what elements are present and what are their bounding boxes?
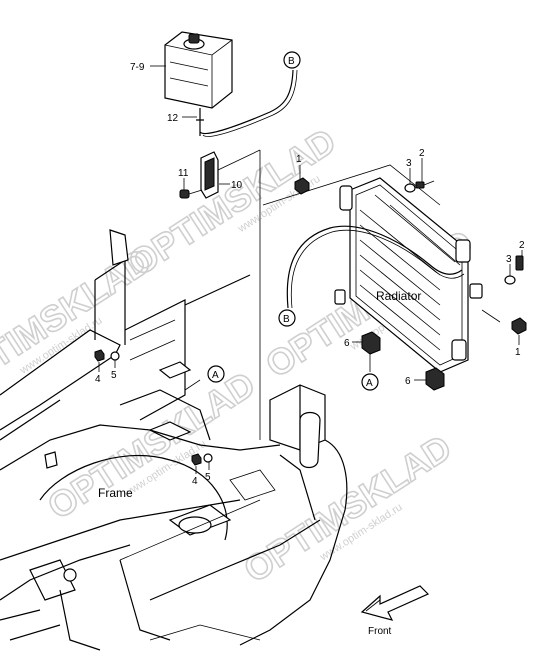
radiator	[334, 177, 483, 373]
label-washer-frame-upper: 5	[111, 370, 117, 381]
callout-b-top-text: B	[288, 56, 295, 67]
frame	[0, 229, 348, 651]
label-bolt-top: 2	[419, 148, 425, 159]
watermark-text-3: OPTIMSKLAD	[40, 363, 262, 527]
frame-fastener-lower	[191, 453, 213, 466]
label-bracket: 10	[231, 180, 243, 191]
label-nut-top: 1	[296, 154, 302, 165]
overflow-hose-upper	[199, 69, 294, 134]
label-hose-clip: 12	[167, 113, 179, 124]
caption-radiator: Radiator	[376, 289, 421, 303]
overflow-hose-lower	[286, 225, 463, 309]
callout-a-frame	[207, 365, 225, 383]
rubber-mount-left	[361, 331, 381, 355]
caption-front: Front	[368, 626, 392, 637]
frame-fastener-upper	[94, 349, 120, 362]
front-arrow	[360, 585, 430, 621]
watermark-text-2: OPTIMSKLAD	[121, 120, 343, 284]
label-reservoir: 7-9	[130, 62, 145, 73]
rubber-mount-right	[425, 367, 445, 391]
label-bolt-right: 2	[519, 240, 525, 251]
reservoir-bracket	[179, 151, 219, 199]
top-fastener-set	[294, 177, 435, 195]
guide-line-diagonal	[217, 149, 261, 171]
label-mount-right: 6	[405, 376, 411, 387]
label-nut-frame-upper: 4	[95, 374, 101, 385]
callout-b-left	[278, 309, 296, 327]
callout-b-top	[283, 51, 301, 69]
label-nut-frame-lower: 4	[192, 476, 198, 487]
label-washer-frame-lower: 5	[205, 472, 211, 483]
caption-frame: Frame	[98, 486, 133, 500]
leader-a-frame	[184, 379, 201, 391]
coolant-reservoir	[164, 31, 233, 136]
right-fastener-set	[504, 255, 527, 335]
label-mount-left: 6	[344, 338, 350, 349]
callout-b-left-text: B	[283, 314, 290, 325]
callout-a-radiator-text: A	[366, 378, 373, 389]
watermark-text-5: OPTIMSKLAD	[236, 426, 458, 590]
label-nut-right: 1	[515, 347, 521, 358]
label-bolt-left: 11	[178, 168, 189, 179]
callout-a-frame-text: A	[212, 370, 219, 381]
callout-a-radiator	[361, 373, 379, 391]
watermark: OPTIMSKLAD OPTIMSKLAD OPTIMSKLAD OPTIMSK…	[0, 119, 481, 591]
label-washer-right: 3	[506, 254, 512, 265]
label-washer-top: 3	[406, 158, 412, 169]
radiator-guide-lower	[481, 309, 501, 323]
